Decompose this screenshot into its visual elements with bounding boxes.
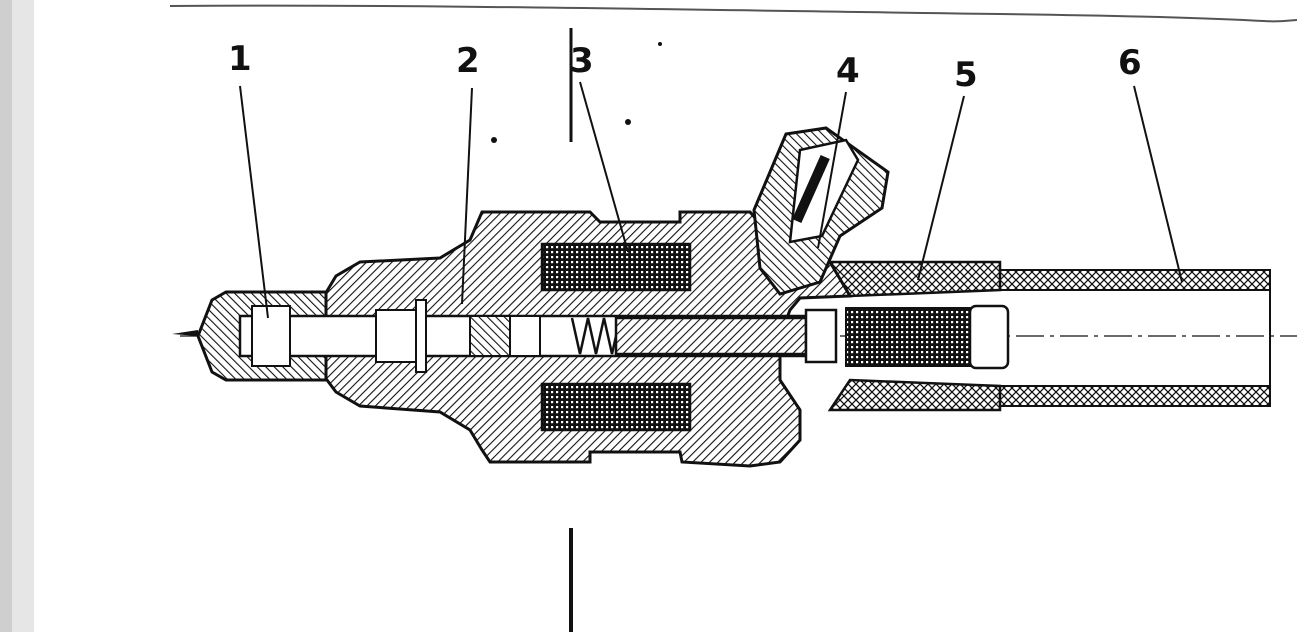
solenoid-coil-upper — [540, 242, 692, 292]
callout-1: 1 — [228, 39, 252, 79]
armature-plunger — [614, 316, 808, 356]
callout-6: 6 — [1118, 43, 1142, 83]
callout-5: 5 — [954, 55, 978, 95]
hose-connector — [827, 260, 1010, 412]
callout-4: 4 — [836, 51, 860, 91]
electrical-connector — [752, 126, 890, 296]
return-spring — [570, 317, 622, 355]
scan-speck — [658, 42, 662, 46]
scan-edge-left — [0, 0, 34, 632]
scan-speck — [625, 119, 631, 125]
callout-3: 3 — [570, 41, 594, 81]
leader-lines — [239, 81, 1183, 319]
scan-edge-top — [169, 4, 1297, 23]
scan-speck — [491, 137, 497, 143]
solenoid-coil-lower — [540, 382, 692, 432]
plunger-end — [804, 308, 838, 364]
fuel-hose — [999, 269, 1271, 407]
callout-2: 2 — [456, 41, 480, 81]
